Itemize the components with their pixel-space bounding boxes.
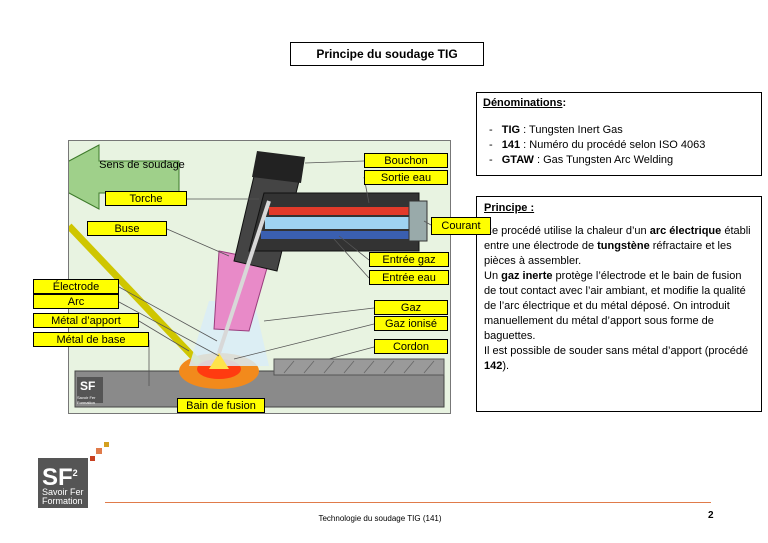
label-entree-gaz: Entrée gaz: [369, 252, 449, 267]
list-item: TIG : Tungsten Inert Gas: [489, 123, 755, 138]
small-logo-text: SF: [80, 379, 96, 393]
weld-bead: [273, 358, 445, 376]
principe-paragraph-3: Il est possible de souder sans métal d’a…: [484, 345, 749, 372]
denominations-heading: Dénominations :: [483, 97, 567, 109]
gas-channel: [265, 217, 413, 229]
label-bain-fusion: Bain de fusion: [177, 398, 265, 413]
logo-mark: SF2: [42, 464, 78, 491]
electrode: [217, 200, 271, 354]
water-out-channel: [269, 207, 414, 215]
label-arc: Arc: [33, 294, 119, 309]
logo-square: [104, 442, 109, 447]
denominations-list: TIG : Tungsten Inert Gas 141 : Numéro du…: [483, 123, 755, 168]
filler-rod: [69, 223, 202, 366]
welding-direction-label: Sens de soudage: [99, 159, 185, 171]
label-gaz: Gaz: [374, 300, 448, 315]
label-metal-base: Métal de base: [33, 332, 149, 347]
label-metal-apport: Métal d’apport: [33, 313, 139, 328]
label-cordon: Cordon: [374, 339, 448, 354]
label-courant: Courant: [431, 217, 491, 235]
principe-box: Principe : Ce procédé utilise la chaleur…: [476, 196, 762, 412]
denominations-box: Dénominations : TIG : Tungsten Inert Gas…: [476, 92, 762, 176]
label-electrode: Électrode: [33, 279, 119, 294]
diagram-illustration: [69, 144, 445, 408]
label-bouchon: Bouchon: [364, 153, 448, 168]
arc: [209, 353, 229, 369]
label-gaz-ionise: Gaz ionisé: [374, 316, 448, 331]
label-torche: Torche: [105, 191, 187, 206]
label-buse: Buse: [87, 221, 167, 236]
list-item: 141 : Numéro du procédé selon ISO 4063: [489, 138, 755, 153]
principe-paragraph-2: Un gaz inerte protège l’électrode et le …: [484, 270, 746, 342]
current-connector: [408, 200, 428, 242]
small-logo-subtext: Savoir Fer Formation: [77, 395, 96, 405]
torch-cap: [252, 151, 305, 183]
list-item: GTAW : Gas Tungsten Arc Welding: [489, 153, 755, 168]
label-entree-eau: Entrée eau: [369, 270, 449, 285]
logo-square: [96, 448, 102, 454]
footer-divider: [105, 502, 711, 503]
footer-text: Technologie du soudage TIG (141): [318, 514, 442, 523]
principe-heading: Principe :: [484, 202, 535, 214]
label-sortie-eau: Sortie eau: [364, 170, 448, 185]
page-number: 2: [708, 510, 714, 521]
water-in-channel: [261, 231, 413, 239]
tig-diagram: Sens de soudage Torche Buse Électrode Ar…: [33, 140, 491, 414]
page-title: Principe du soudage TIG: [290, 42, 484, 66]
logo-square: [90, 456, 95, 461]
small-logo-mark: [77, 377, 103, 403]
principe-paragraph-1: Ce procédé utilise la chaleur d’un arc é…: [484, 225, 751, 267]
